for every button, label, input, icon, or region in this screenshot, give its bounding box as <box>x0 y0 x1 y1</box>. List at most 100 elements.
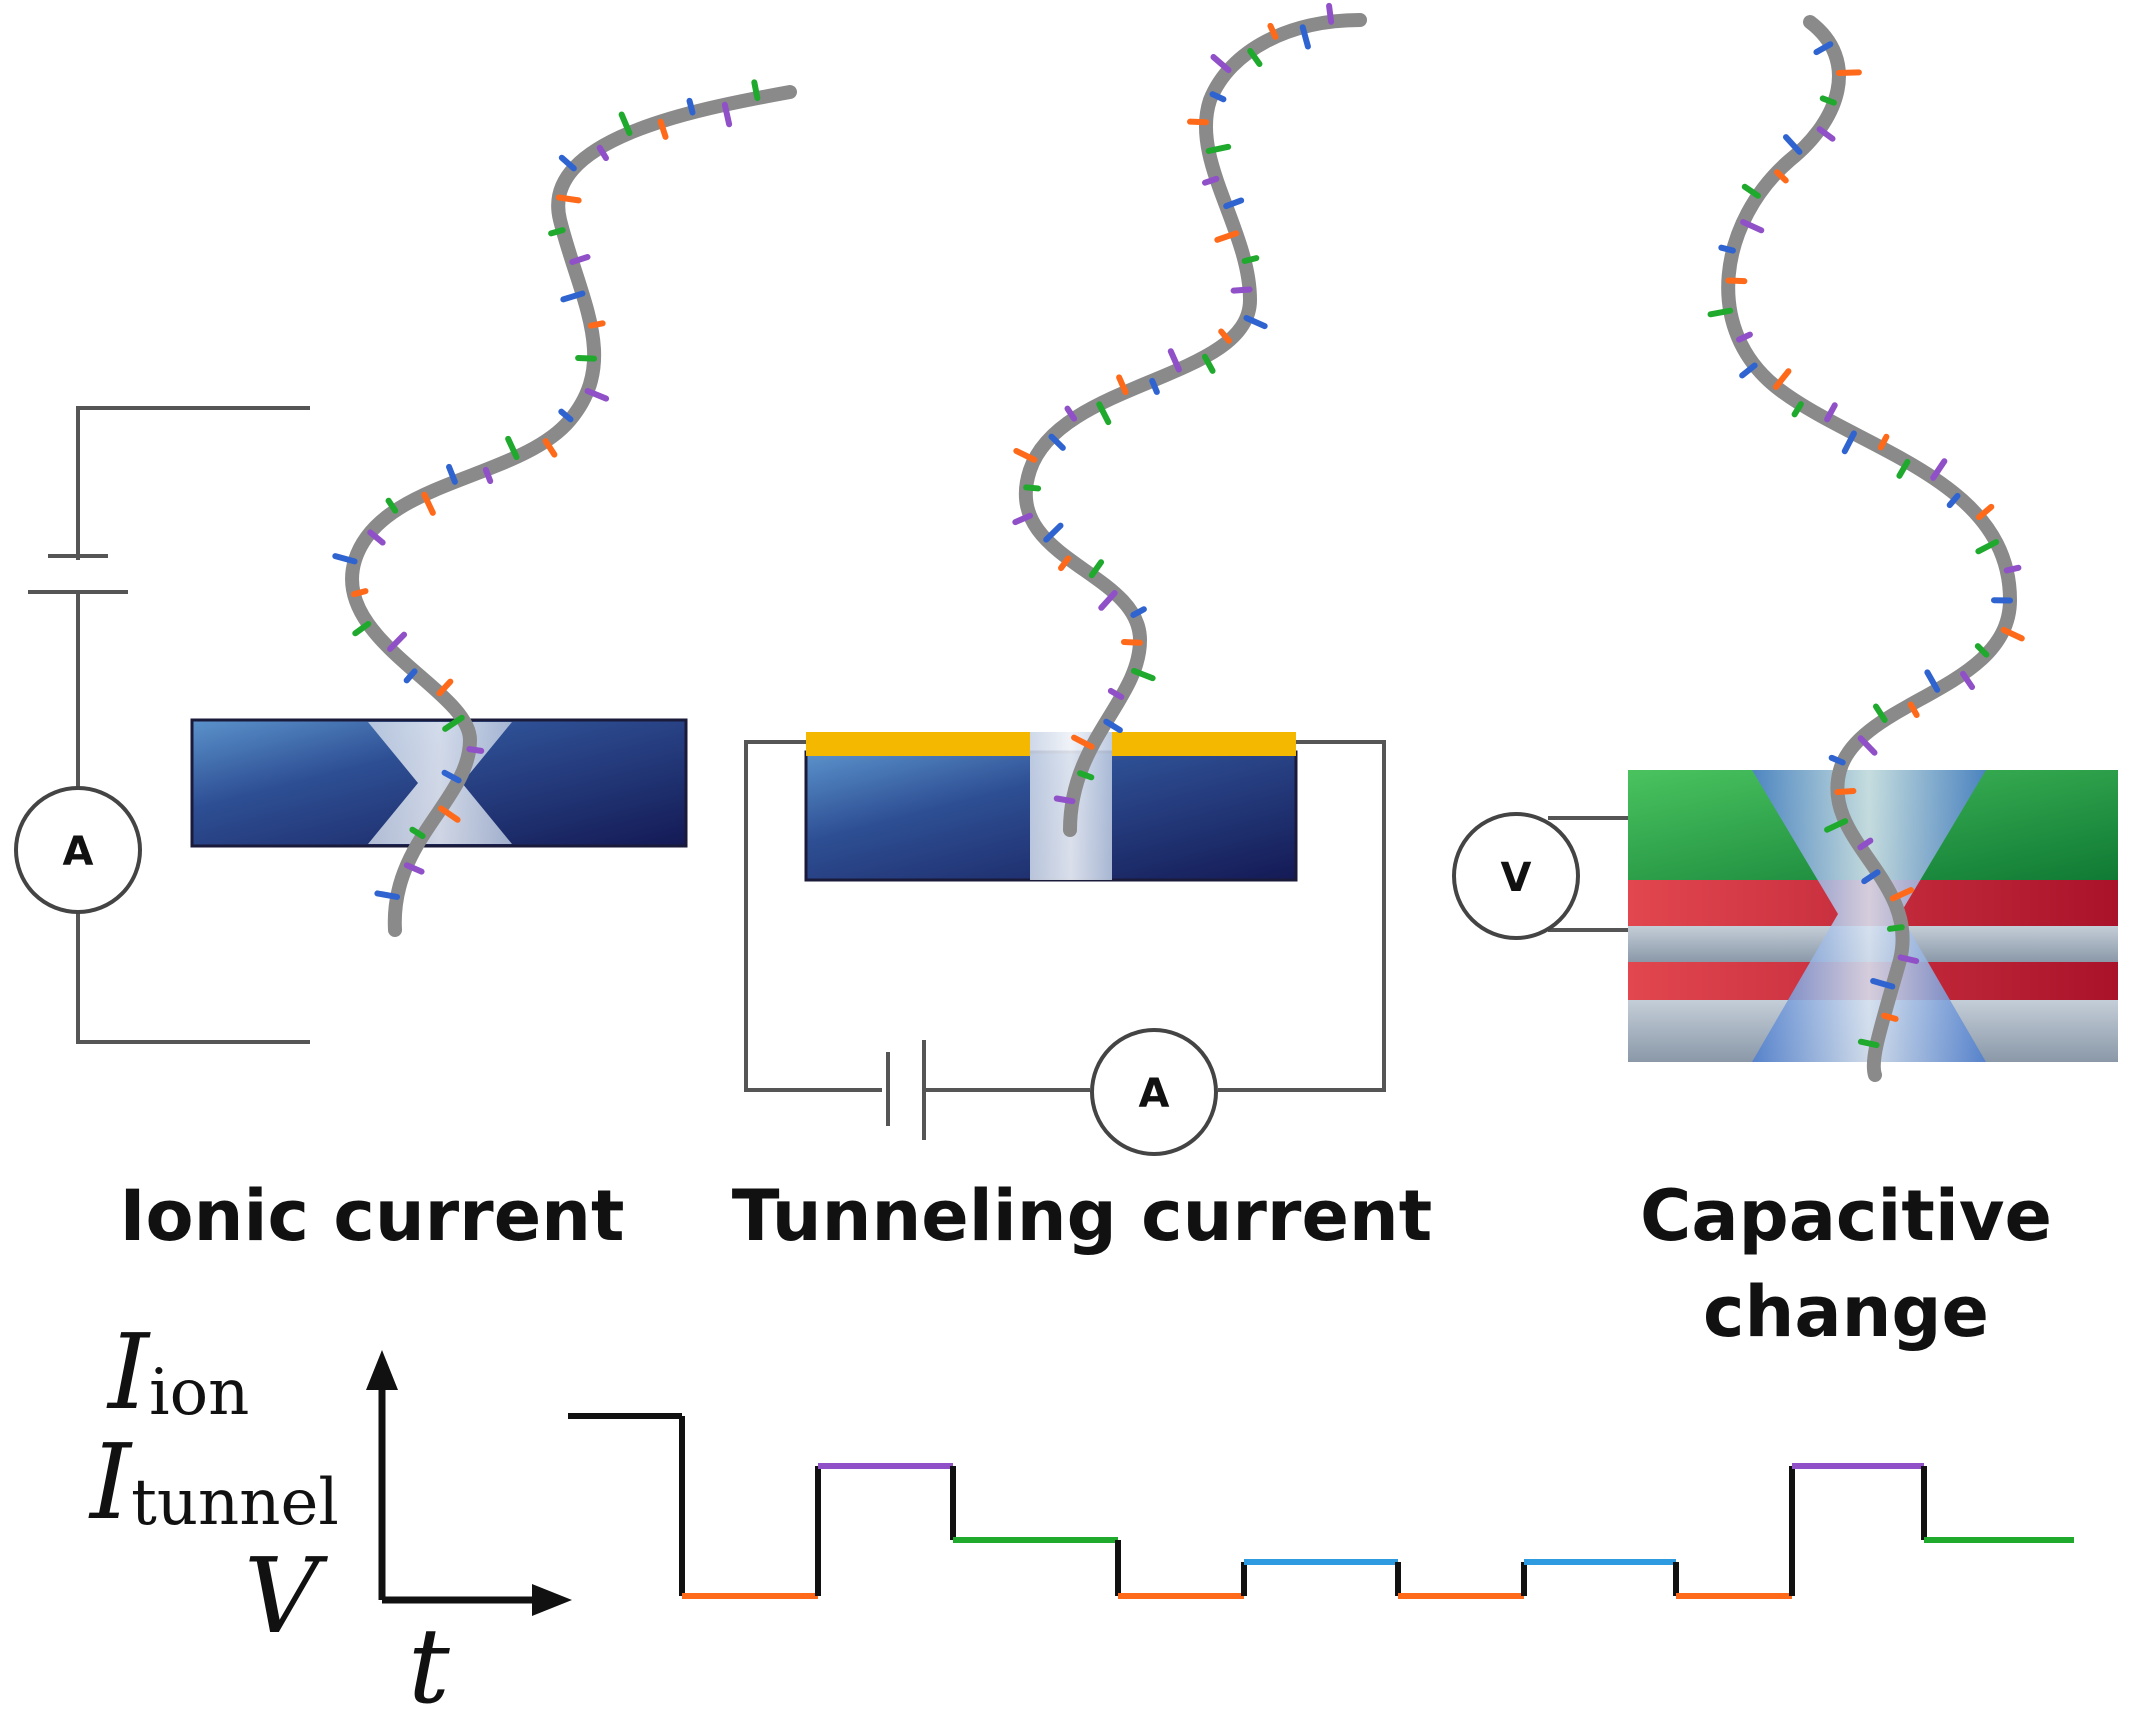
dna-base-tick <box>1267 22 1279 40</box>
dna-base-tick <box>1739 362 1758 379</box>
dna-base-tick <box>1120 638 1143 646</box>
dna-base-tick <box>1930 458 1948 481</box>
dna-base-tick <box>1071 734 1095 750</box>
dna-strand-2 <box>1018 13 1367 837</box>
dna-base-tick <box>1736 331 1753 343</box>
dna-base-tick <box>584 388 610 402</box>
dna-base-tick <box>1103 718 1123 734</box>
dna-base-tick <box>1740 219 1765 234</box>
ionic-membrane <box>190 718 688 848</box>
dna-base-tick <box>657 118 669 140</box>
dna-base-tick <box>721 101 733 128</box>
dna-base-tick <box>1205 143 1232 154</box>
gold-electrode-left <box>806 732 1030 756</box>
label-ionic-current: Ionic current <box>120 1175 625 1257</box>
ionic-circuit <box>28 406 310 1044</box>
dna-base-tick <box>2003 564 2022 574</box>
dna-base-tick <box>1048 433 1066 451</box>
label-capacitive-line2: change <box>1703 1271 1989 1353</box>
dna-base-tick <box>1857 1038 1880 1049</box>
dna-base-tick <box>1886 924 1905 932</box>
dna-base-tick <box>505 435 520 461</box>
dna-base-tick <box>385 497 399 514</box>
ammeter-bottom: A <box>1090 1028 1218 1156</box>
dna-base-tick <box>1223 197 1245 210</box>
dna-base-tick <box>751 79 761 102</box>
dna-base-tick <box>569 254 591 265</box>
dna-base-tick <box>387 631 408 652</box>
dna-base-tick <box>1130 667 1156 682</box>
dna-base-tick <box>1209 91 1227 103</box>
dna-base-tick <box>1201 175 1220 186</box>
dna-base-tick <box>587 320 606 329</box>
dna-base-tick <box>403 862 425 875</box>
dna-base-tick <box>1857 735 1878 756</box>
dna-base-tick <box>1872 703 1888 723</box>
capacitive-stack <box>1628 770 2118 1062</box>
dna-base-tick <box>1819 95 1837 106</box>
dna-base-tick <box>1857 837 1874 851</box>
dna-base-tick <box>1088 559 1105 579</box>
dna-base-tick <box>409 826 426 840</box>
dna-base-tick <box>446 463 458 485</box>
axis-itunnel-main: I <box>88 1421 133 1543</box>
dna-base-tick <box>436 678 454 697</box>
capacitive-pore <box>1752 770 1986 1062</box>
dna-base-tick <box>596 144 610 162</box>
axis-label-t: t <box>408 1605 450 1720</box>
axis-label-itunnel: Itunnel <box>88 1421 339 1543</box>
dna-base-tick <box>1725 277 1748 285</box>
voltmeter-circle <box>1452 812 1580 940</box>
dna-base-tick <box>350 588 369 598</box>
dna-base-tick <box>1841 430 1857 455</box>
wire-top <box>76 406 310 560</box>
dna-base-tick <box>1877 433 1890 451</box>
dna-base-tick <box>1960 670 1976 691</box>
dna-base-tick <box>560 290 586 303</box>
dna-base-tick <box>1096 401 1112 426</box>
label-capacitive-line1: Capacitive <box>1640 1175 2052 1257</box>
ammeter-left: A <box>14 786 142 914</box>
axis-iion-sub: ion <box>149 1356 249 1430</box>
tunnel-membrane <box>804 732 1298 882</box>
dna-base-tick <box>421 491 436 516</box>
dna-base-tick <box>1974 643 1990 658</box>
dna-base-tick <box>1824 818 1849 833</box>
dna-base-tick <box>558 408 574 423</box>
dna-base-tick <box>1813 41 1834 56</box>
dna-base-tick <box>1299 24 1311 50</box>
dna-base-tick <box>1774 169 1789 184</box>
dna-base-tick <box>1077 770 1095 781</box>
dna-base-tick <box>466 746 485 754</box>
dna-base-tick <box>1023 484 1042 492</box>
dna-base-tick <box>1896 458 1911 479</box>
dna-base-tick <box>1326 2 1335 25</box>
dna-base-tick <box>1243 314 1268 330</box>
axis-iion-main: I <box>106 1311 151 1433</box>
dna-base-tick <box>1201 353 1216 374</box>
dna-base-tick <box>1058 555 1072 572</box>
dna-base-tick <box>1782 134 1803 155</box>
y-axis-arrowhead <box>366 1350 398 1390</box>
gold-electrode-right <box>1112 732 1296 756</box>
dna-base-tick <box>1064 405 1078 422</box>
dna-base-tick <box>1881 1012 1899 1022</box>
axes <box>366 1350 572 1616</box>
dna-base-tick <box>1741 183 1761 199</box>
dna-base-tick <box>1012 512 1034 526</box>
dna-base-tick <box>542 438 558 458</box>
dna-base-tick <box>558 154 577 172</box>
tunnel-wire-right <box>1218 740 1386 1092</box>
dna-base-tick <box>575 355 598 362</box>
x-axis-arrowhead <box>532 1584 572 1616</box>
dna-base-tick <box>1772 368 1792 390</box>
dna-base-tick <box>1130 606 1147 618</box>
tunnel-circuit <box>744 740 1386 1140</box>
dna-base-tick <box>555 194 582 204</box>
dna-base-tick <box>1043 522 1064 543</box>
dna-base-tick <box>352 620 372 637</box>
dna-base-tick <box>1834 787 1857 796</box>
dna-base-tick <box>374 890 401 900</box>
dna-base-tick <box>1053 795 1076 805</box>
dna-base-tick <box>367 529 386 546</box>
